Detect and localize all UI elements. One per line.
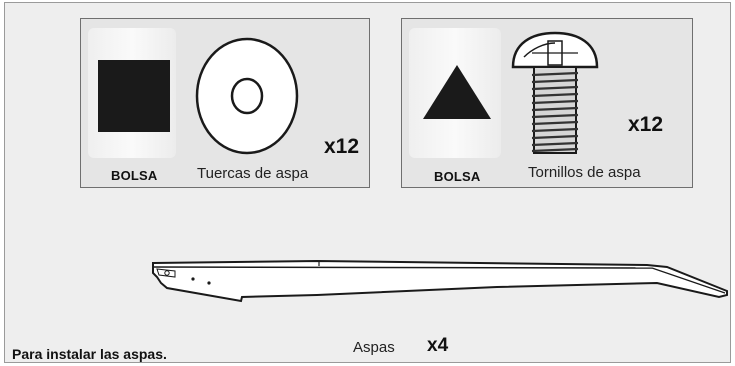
nut-item-label: Tuercas de aspa — [197, 165, 309, 182]
instruction-text: Para instalar las aspas. — [12, 346, 167, 362]
blade-label: Aspas — [353, 339, 395, 356]
screw-icon — [511, 31, 599, 154]
screw-kit-panel: x12 BOLSA Tornillos de aspa — [401, 18, 693, 188]
nut-bag-label: BOLSA — [111, 168, 158, 183]
square-icon — [98, 60, 170, 132]
screw-quantity: x12 — [628, 113, 664, 136]
blade-quantity: x4 — [427, 335, 449, 356]
screw-bag-label: BOLSA — [434, 169, 481, 184]
blade-icon — [152, 259, 728, 303]
nut-quantity: x12 — [324, 135, 360, 158]
triangle-icon — [423, 65, 491, 119]
diagram-frame: x12 BOLSA Tuercas de aspa — [4, 2, 731, 363]
screw-item-label: Tornillos de aspa — [528, 164, 641, 181]
washer-nut-icon — [195, 37, 299, 155]
nut-kit-panel: x12 BOLSA Tuercas de aspa — [80, 18, 370, 188]
